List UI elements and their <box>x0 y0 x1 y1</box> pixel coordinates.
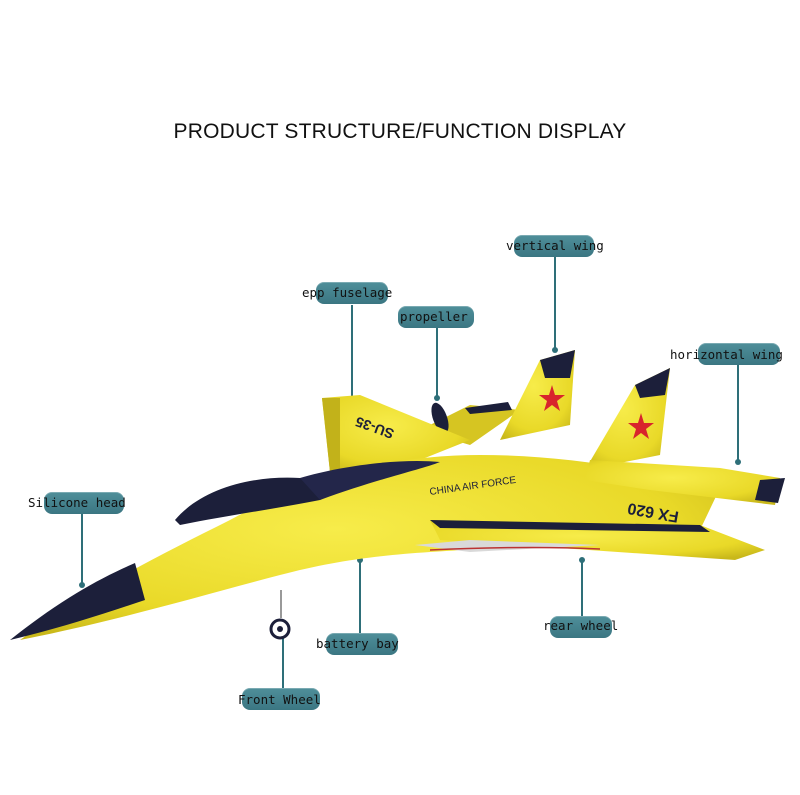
propeller-pill <box>398 306 474 328</box>
fuselage <box>20 455 720 640</box>
rear-wheel-pill <box>550 616 612 638</box>
page-title: PRODUCT STRUCTURE/FUNCTION DISPLAY <box>173 120 627 143</box>
front-wheel-pill <box>242 688 320 710</box>
silicone-head <box>10 563 145 640</box>
horizontal-tail <box>585 460 780 505</box>
vertical-wing-pill <box>514 235 594 257</box>
canopy <box>175 477 331 525</box>
front-wheel-label: Front Wheel <box>238 692 321 707</box>
epp-fuselage-pill <box>316 282 388 304</box>
epp-fuselage-label: epp fuselage <box>302 285 393 300</box>
propeller-label: propeller <box>400 309 468 324</box>
rear-wheel-label: rear wheel <box>543 618 619 633</box>
propeller <box>431 402 449 434</box>
battery-bay-label: battery bay <box>316 636 399 651</box>
epp-fuselage-wing <box>322 395 470 472</box>
silicone-head-pill <box>44 492 124 514</box>
vertical-wing-label: vertical wing <box>506 238 604 253</box>
horizontal-wing-label: horizontal wing <box>670 347 783 362</box>
star-markings <box>539 385 654 439</box>
front-wheel <box>269 590 291 640</box>
battery-bay-pill <box>326 633 398 655</box>
callout-lines <box>81 255 739 690</box>
silicone-head-label: Silicone head <box>28 495 126 510</box>
horizontal-wing-pill <box>698 343 780 365</box>
